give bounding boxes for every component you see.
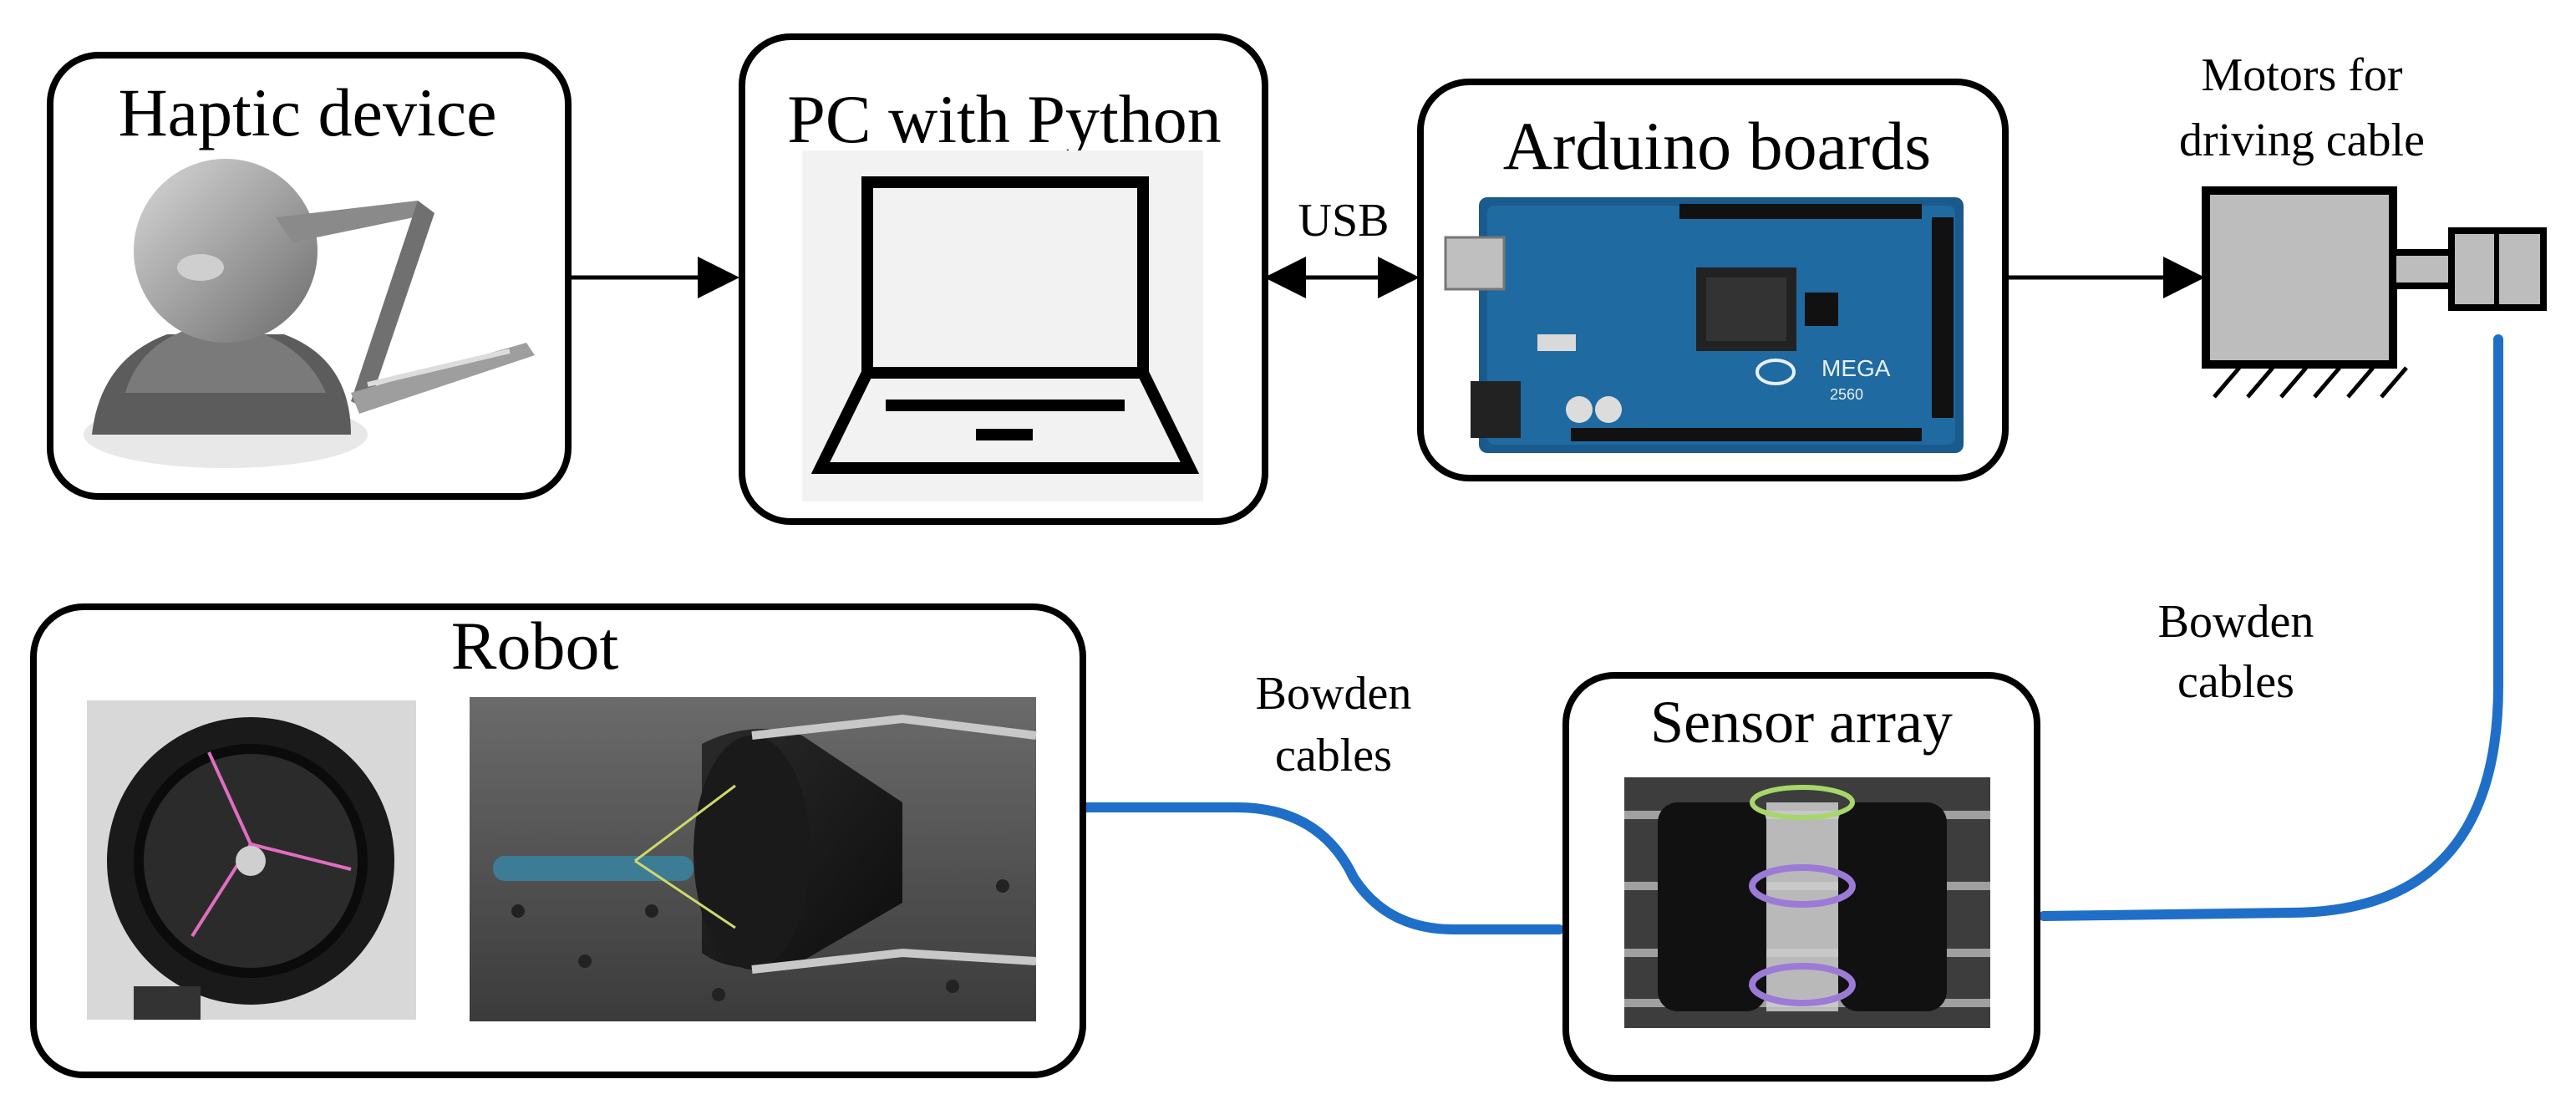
robot-side-view-photo: [470, 697, 1037, 1021]
sensor-array-title: Sensor array: [1650, 689, 1953, 756]
haptic-device-block: Haptic device: [47, 52, 572, 500]
robot-front-view-photo: [87, 700, 416, 1020]
sensor-array-photo: [1624, 777, 1990, 1028]
pc-title: PC with Python: [787, 81, 1221, 157]
bowden-right-line1: Bowden: [2158, 596, 2314, 648]
haptic-device-title: Haptic device: [118, 74, 496, 150]
robot-block: Robot: [30, 603, 1086, 1078]
motor-label-line2: driving cable: [2179, 115, 2425, 166]
board-model-text: 2560: [1830, 386, 1863, 403]
usb-label: USB: [1298, 195, 1390, 247]
sensor-to-robot-cable: [1080, 802, 1564, 934]
motor-to-sensor-cable: [2039, 334, 2503, 921]
arduino-block: Arduino boards MEGA 2560: [1417, 79, 2009, 481]
laptop-icon: [810, 176, 1200, 474]
arduino-title: Arduino boards: [1503, 108, 1931, 184]
bowden-cables: [1080, 334, 2503, 934]
motor-label-line1: Motors for: [2201, 49, 2402, 101]
motor-block: Motors for driving cable: [2179, 49, 2547, 399]
board-logo-text: MEGA: [1821, 355, 1891, 381]
bowden-left-line2: cables: [1275, 730, 1392, 781]
bowden-right-line2: cables: [2177, 656, 2294, 708]
bowden-left-line1: Bowden: [1256, 668, 1412, 720]
haptic-device-photo: [84, 159, 535, 468]
sensor-array-block: Sensor array: [1562, 672, 2040, 1082]
arduino-mega-board-photo: MEGA 2560: [1444, 197, 1964, 453]
motor-symbol: [2202, 186, 2547, 399]
robot-title: Robot: [451, 608, 619, 684]
pc-block: PC with Python: [739, 33, 1268, 525]
